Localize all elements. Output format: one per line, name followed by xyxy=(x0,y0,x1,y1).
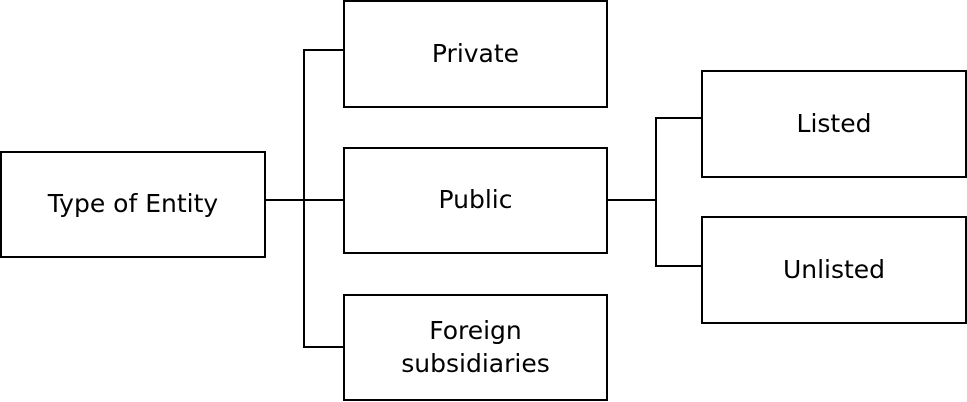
node-label: Unlisted xyxy=(782,254,886,284)
node-label: Type of Entity xyxy=(47,189,219,219)
connector-line xyxy=(655,117,657,267)
connector-line xyxy=(303,49,305,348)
node-public: Public xyxy=(343,147,608,254)
connector-line xyxy=(303,199,344,201)
node-label: Listed xyxy=(796,108,872,138)
connector-line xyxy=(303,49,344,51)
connector-line xyxy=(607,199,657,201)
node-label: Private xyxy=(431,38,520,68)
node-private: Private xyxy=(343,0,608,108)
node-foreign-subsidiaries: Foreign subsidiaries xyxy=(343,294,608,401)
node-label: Foreign subsidiaries xyxy=(401,316,550,378)
connector-line xyxy=(265,199,305,201)
node-listed: Listed xyxy=(701,70,967,178)
connector-line xyxy=(655,117,702,119)
node-unlisted: Unlisted xyxy=(701,216,967,324)
node-type-of-entity: Type of Entity xyxy=(0,151,266,258)
connector-line xyxy=(655,265,702,267)
connector-line xyxy=(303,346,344,348)
node-label: Public xyxy=(438,185,513,215)
